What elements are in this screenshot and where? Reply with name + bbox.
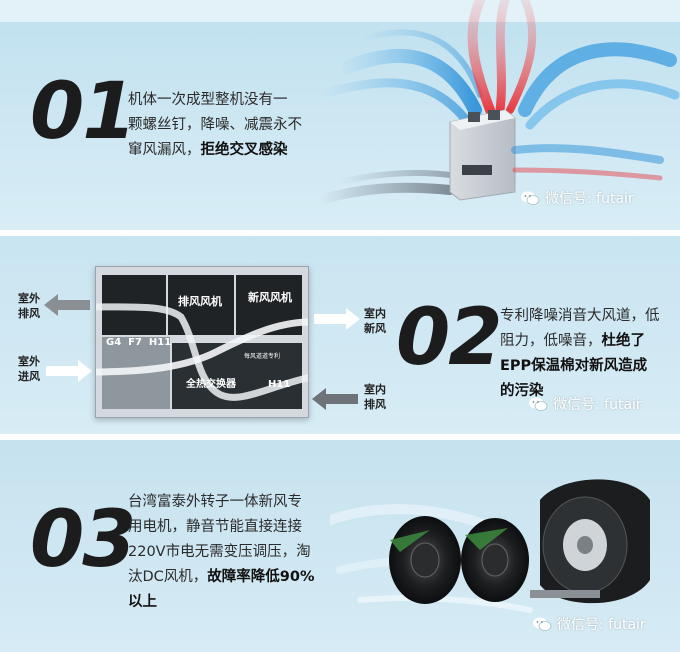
desc-line: 机体一次成型整机没有一 (128, 92, 288, 108)
unit-cutaway-diagram: 排风风机 新风风机 G4 F7 H11 每风道道专利 全热交换器 H11 (95, 266, 309, 418)
airflow-blue-left (333, 49, 482, 117)
desc-bold: 杜绝了 (601, 333, 646, 349)
blower-motor-icon (530, 479, 650, 604)
motor-fans-illustration (330, 479, 650, 613)
watermark: 微信号: futair (528, 394, 642, 414)
desc-text: 窜风漏风， (128, 142, 201, 158)
watermark-text: 微信号: futair (557, 617, 646, 633)
patent-note: 每风道道专利 (244, 353, 281, 360)
label-line: 室内 (364, 383, 386, 396)
desc-text: 阻力，低噪音， (500, 333, 602, 349)
desc-bold: 拒绝交叉感染 (200, 142, 288, 158)
label-indoor-exhaust: 室内 排风 (364, 382, 386, 412)
label-indoor-fresh: 室内 新风 (364, 306, 386, 336)
desc-bold: EPP保温棉对新风造成 (500, 358, 648, 374)
desc-line: EPP保温棉对新风造成 (500, 354, 660, 379)
desc-bold: 的污染 (500, 383, 544, 399)
desc-line: 汰DC风机，故障率降低90% (128, 565, 315, 590)
watermark: 微信号: futair (520, 188, 634, 208)
label-line: 排风 (364, 398, 386, 411)
fresh-fan-label: 新风风机 (248, 291, 292, 304)
section-number: 02 (396, 293, 503, 383)
fan-icon (389, 516, 461, 604)
feature-panel-03: 03 台湾富泰外转子一体新风专 用电机，静音节能直接连接 220V市电无需变压调… (0, 440, 680, 652)
label-line: 室内 (364, 307, 386, 320)
section-description: 台湾富泰外转子一体新风专 用电机，静音节能直接连接 220V市电无需变压调压，淘… (128, 490, 315, 615)
section-number: 03 (30, 495, 137, 585)
unit-icon (449, 109, 516, 201)
label-line: 进风 (18, 370, 40, 383)
airflow-grey (315, 182, 455, 205)
filters-label: G4 F7 H11 (106, 337, 172, 348)
section-description: 专利降噪消音大风道，低 阻力，低噪音，杜绝了 EPP保温棉对新风造成 的污染 (500, 304, 660, 404)
watermark-text: 微信号: futair (553, 397, 642, 413)
wechat-icon (533, 617, 552, 631)
section-number: 01 (30, 67, 137, 157)
label-line: 排风 (18, 307, 40, 320)
watermark: 微信号: futair (532, 614, 646, 634)
wechat-icon (521, 191, 540, 205)
airflow-unit-illustration (315, 0, 680, 205)
wechat-icon (529, 397, 548, 411)
arrow-icon (314, 308, 360, 330)
exhaust-fan-label: 排风风机 (178, 295, 222, 308)
airflow-path (96, 303, 308, 401)
label-outdoor-exhaust: 室外 排风 (18, 291, 40, 321)
desc-line: 220V市电无需变压调压，淘 (128, 544, 311, 560)
desc-line: 窜风漏风，拒绝交叉感染 (128, 138, 302, 163)
feature-panel-02: 室外 排风 室外 进风 室内 新风 室内 排风 排风风机 新风风机 G (0, 236, 680, 434)
watermark-text: 微信号: futair (545, 191, 634, 207)
desc-text: 汰DC风机， (128, 569, 208, 585)
exhaust-fan-block (168, 275, 234, 335)
arrow-icon (312, 388, 358, 410)
arrow-icon (44, 294, 90, 316)
desc-line: 专利降噪消音大风道，低 (500, 308, 660, 324)
arrow-icon (46, 360, 92, 382)
section-description: 机体一次成型整机没有一 颗螺丝钉，降噪、减震永不 窜风漏风，拒绝交叉感染 (128, 88, 302, 163)
top-band (0, 0, 680, 22)
desc-line: 台湾富泰外转子一体新风专 (128, 494, 302, 510)
desc-line: 颗螺丝钉，降噪、减震永不 (128, 117, 302, 133)
label-line: 新风 (364, 322, 386, 335)
desc-line: 的污染 (500, 379, 660, 404)
desc-line: 阻力，低噪音，杜绝了 (500, 329, 660, 354)
feature-panel-01: 01 机体一次成型整机没有一 颗螺丝钉，降噪、减震永不 窜风漏风，拒绝交叉感染 … (0, 0, 680, 230)
desc-bold: 故障率降低90% (207, 569, 315, 585)
fan-icon (461, 518, 529, 602)
exchanger-label: 全热交换器 (186, 379, 236, 390)
label-outdoor-intake: 室外 进风 (18, 354, 40, 384)
desc-line: 以上 (128, 590, 315, 615)
desc-bold: 以上 (128, 594, 157, 610)
airflow-red (467, 0, 495, 115)
desc-line: 用电机，静音节能直接连接 (128, 519, 302, 535)
label-line: 室外 (18, 292, 40, 305)
airflow-blue-right (518, 42, 677, 117)
label-line: 室外 (18, 355, 40, 368)
h11-label: H11 (268, 379, 291, 390)
